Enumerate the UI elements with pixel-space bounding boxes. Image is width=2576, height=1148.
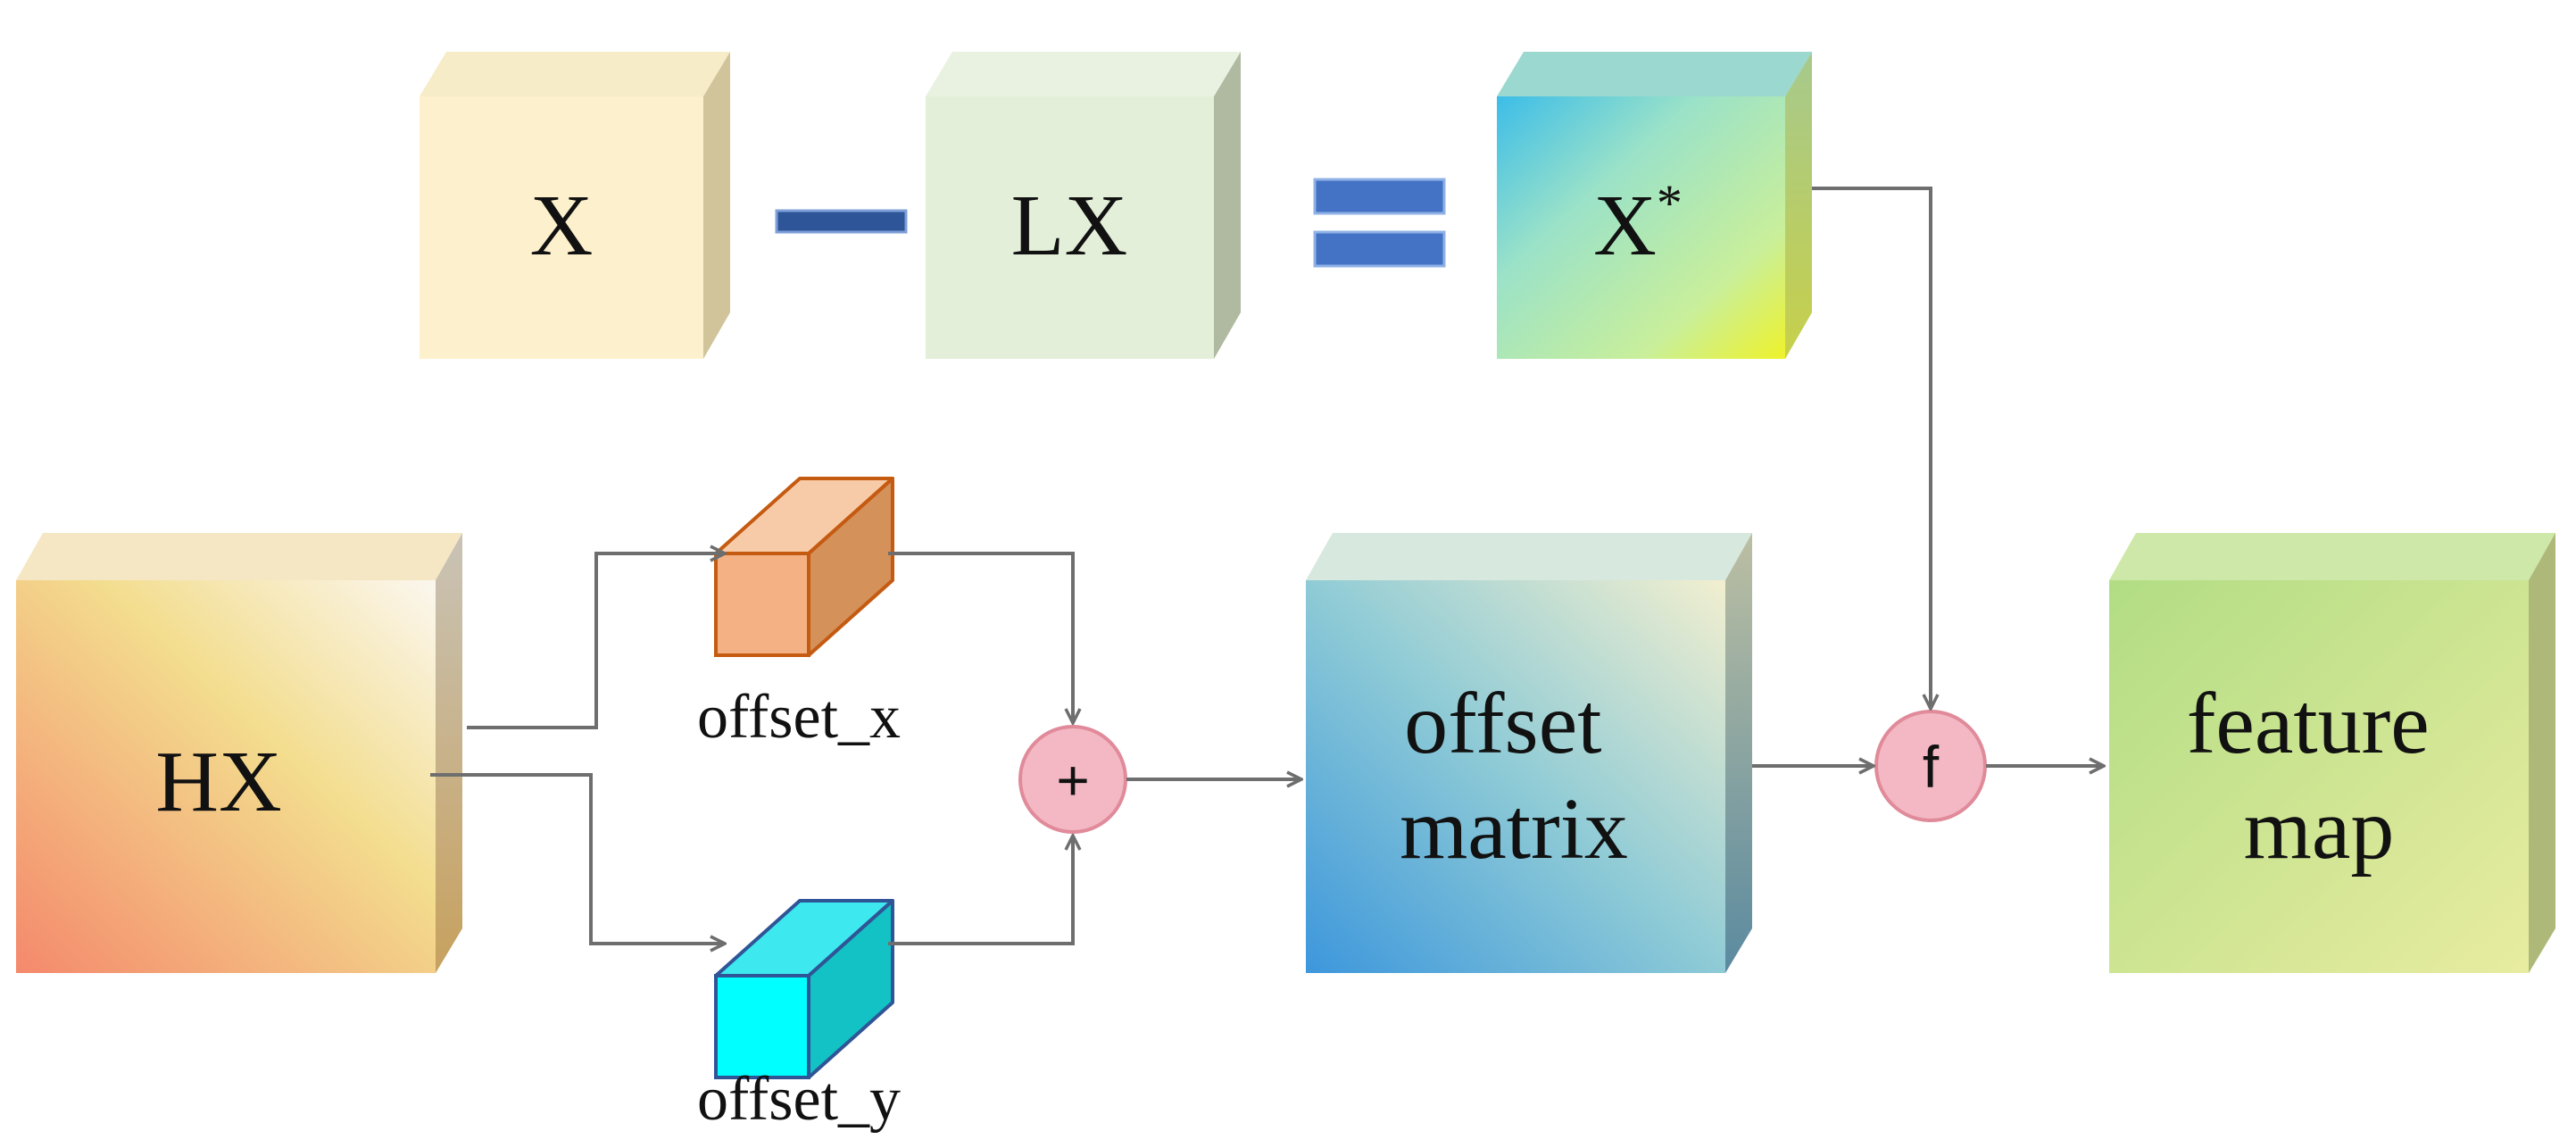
arrow-hx-to-offset-x <box>467 553 725 729</box>
plus-node-symbol: + <box>1056 748 1089 812</box>
cube-offset-matrix: offset matrix <box>1306 533 1752 973</box>
offset-matrix-line-1: offset <box>1404 676 1601 772</box>
label-offset-y: offset_y <box>697 1065 901 1134</box>
cube-x-label: X <box>530 178 594 274</box>
label-offset-x: offset_x <box>697 683 901 752</box>
f-node: f <box>1874 710 1987 822</box>
feature-map-line-1: feature <box>2187 676 2430 772</box>
minus-sign <box>775 209 908 234</box>
cube-x-star-superscript: * <box>1657 174 1683 232</box>
feature-map-line-2: map <box>2244 781 2395 878</box>
cube-feature-map-label: feature map <box>2187 676 2452 878</box>
cube-offset-matrix-label: offset matrix <box>1400 676 1628 878</box>
bar-offset-y <box>714 899 894 1079</box>
bar-offset-x <box>714 477 894 657</box>
arrow-hx-to-offset-y <box>430 773 725 944</box>
cube-feature-map: feature map <box>2109 533 2555 973</box>
arrow-x-star-to-f <box>1812 187 1931 709</box>
equals-sign <box>1313 178 1446 268</box>
f-node-symbol: f <box>1923 734 1940 800</box>
cube-x: X <box>420 52 730 359</box>
plus-node: + <box>1018 725 1127 834</box>
cube-hx: HX <box>16 533 462 973</box>
offset-matrix-line-2: matrix <box>1400 781 1628 878</box>
cube-x-star-label: X* <box>1593 174 1683 274</box>
arrow-offset-y-to-plus <box>888 836 1073 945</box>
cube-lx: LX <box>926 52 1241 359</box>
arrow-offset-x-to-plus <box>888 552 1073 723</box>
cube-hx-label: HX <box>155 734 282 830</box>
cube-lx-label: LX <box>1011 178 1128 274</box>
cube-x-star: X* <box>1497 52 1812 359</box>
